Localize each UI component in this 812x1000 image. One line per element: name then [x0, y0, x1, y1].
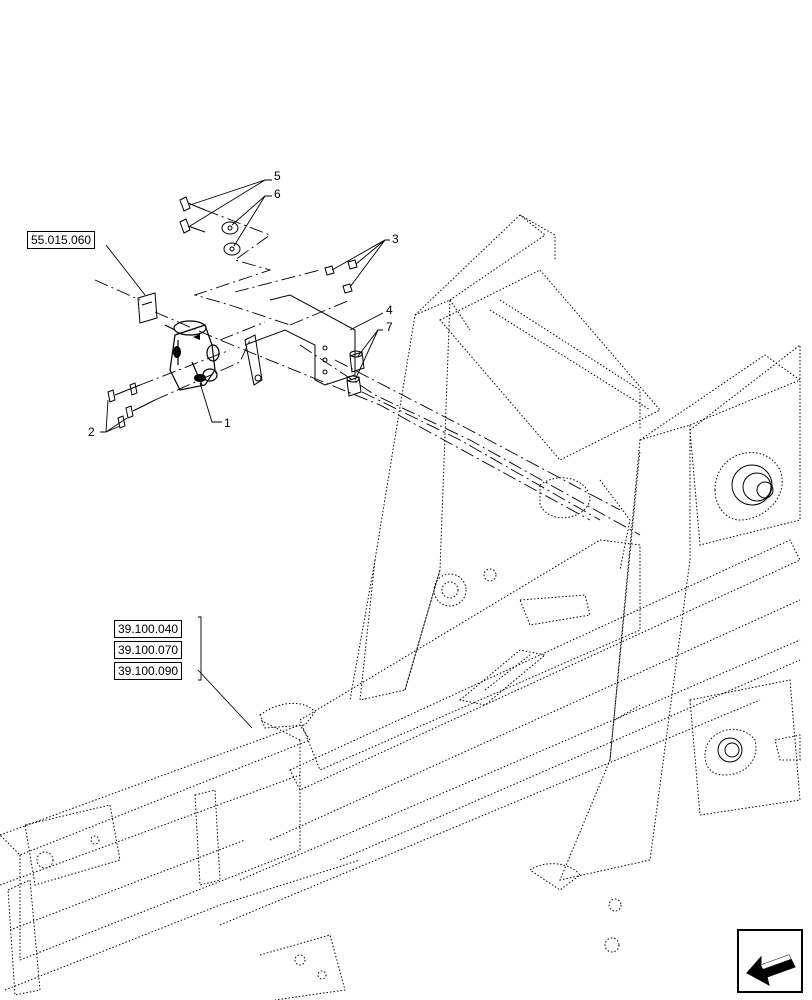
hub-ring-2 [742, 472, 772, 502]
leader-4 [349, 312, 384, 331]
arrow-down-left-icon [746, 954, 796, 986]
bolt-5b [179, 218, 191, 234]
leader-5 [189, 179, 272, 227]
callout-4: 4 [386, 303, 393, 317]
leader-1 [199, 382, 222, 423]
upper-beam [439, 269, 661, 461]
spacer-7b [346, 376, 362, 397]
hub-ring-1 [731, 464, 773, 506]
reference-box-55-015-060[interactable]: 55.015.060 [27, 231, 96, 249]
frame-rail-left [0, 724, 311, 856]
lower-hub [704, 728, 757, 776]
connector [137, 292, 158, 324]
upright-post-right [559, 424, 691, 881]
callout-5: 5 [274, 169, 281, 183]
reference-box-39-100-090[interactable]: 39.100.090 [114, 662, 183, 680]
navigation-button[interactable] [737, 929, 803, 993]
cross-plate [299, 539, 641, 771]
washer-6b [223, 242, 241, 256]
bolt-5a [179, 196, 191, 212]
upright-post-left [359, 299, 451, 701]
leader-6 [231, 195, 272, 247]
callout-6: 6 [274, 187, 281, 201]
callout-2: 2 [88, 425, 95, 439]
mounting-bracket [244, 294, 356, 386]
reference-box-39-100-040[interactable]: 39.100.040 [114, 620, 183, 638]
lower-beam [289, 539, 801, 791]
nut-3a [324, 265, 335, 276]
hub-center [756, 481, 774, 499]
leader-39 [197, 669, 253, 729]
callout-3: 3 [392, 232, 399, 246]
callout-1: 1 [224, 416, 231, 430]
washer-6a [221, 221, 239, 235]
right-hub-outer [714, 452, 783, 521]
leader-55 [105, 244, 146, 296]
leader-7 [354, 329, 383, 381]
leader-2 [100, 399, 128, 433]
bolt-2b [125, 405, 134, 419]
leader-3 [331, 239, 390, 288]
bolt-2c [117, 415, 126, 429]
right-hub-block [689, 343, 801, 546]
bolt-2a [107, 389, 116, 403]
nut-3b [347, 259, 358, 270]
reference-box-39-100-070[interactable]: 39.100.070 [114, 641, 183, 659]
spacer-7a [349, 351, 365, 373]
nut-3c [342, 283, 353, 294]
callout-7: 7 [386, 320, 393, 334]
